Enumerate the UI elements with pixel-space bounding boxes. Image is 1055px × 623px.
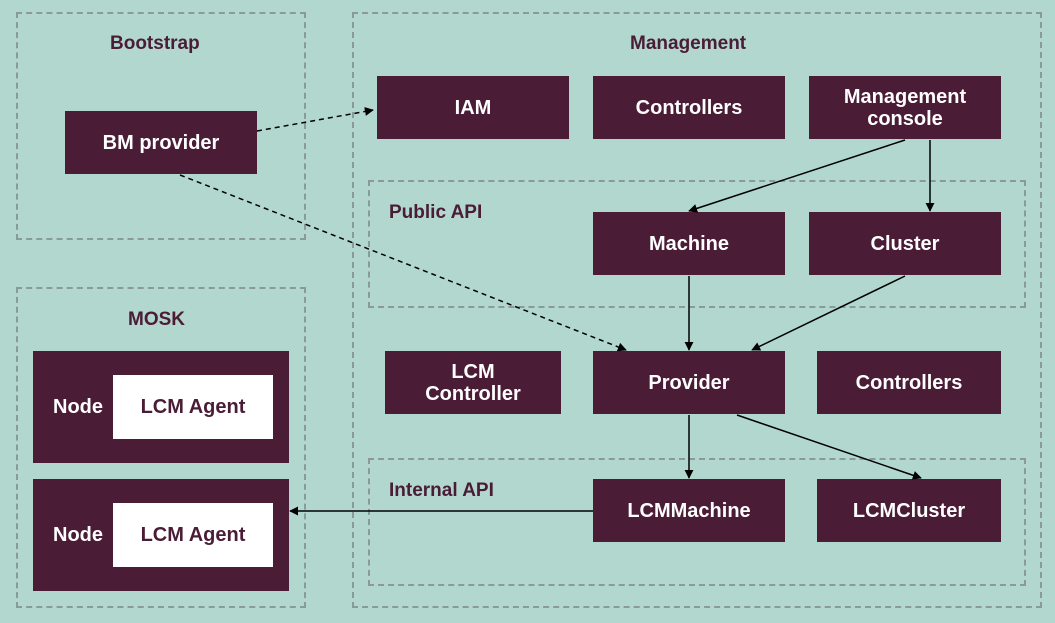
provider-box: Provider (593, 351, 785, 414)
management-console-box: Management console (809, 76, 1001, 139)
iam-box: IAM (377, 76, 569, 139)
management-console-label-line1: Management (843, 85, 967, 108)
controllers-top-label: Controllers (635, 96, 743, 119)
controllers-top-box: Controllers (593, 76, 785, 139)
node-label: Node (53, 524, 103, 546)
mosk-title: MOSK (128, 309, 185, 330)
bm-provider-label: BM provider (102, 131, 220, 154)
lcm-agent-label: LCM Agent (140, 524, 246, 546)
lcm-controller-box: LCM Controller (385, 351, 561, 414)
lcm-machine-box: LCMMachine (593, 479, 785, 542)
mosk-node-2: Node LCM Agent (33, 479, 289, 591)
lcm-controller-label-line2: Controller (425, 382, 521, 405)
lcm-cluster-label: LCMCluster (852, 499, 966, 522)
controllers-mid-box: Controllers (817, 351, 1001, 414)
provider-label: Provider (648, 371, 730, 394)
mosk-node-1: Node LCM Agent (33, 351, 289, 463)
iam-label: IAM (454, 96, 492, 119)
cluster-label: Cluster (870, 232, 940, 255)
internal-api-group (368, 458, 1026, 586)
internal-api-title: Internal API (389, 480, 494, 501)
machine-label: Machine (648, 232, 730, 255)
lcm-agent-box: LCM Agent (113, 503, 273, 567)
bm-provider-box: BM provider (65, 111, 257, 174)
lcm-agent-box: LCM Agent (113, 375, 273, 439)
bootstrap-title: Bootstrap (110, 33, 200, 54)
controllers-mid-label: Controllers (855, 371, 963, 394)
node-label: Node (53, 396, 103, 418)
lcm-cluster-box: LCMCluster (817, 479, 1001, 542)
mosk-group (16, 287, 306, 608)
lcm-agent-label: LCM Agent (140, 396, 246, 418)
management-title: Management (630, 33, 747, 54)
machine-box: Machine (593, 212, 785, 275)
cluster-box: Cluster (809, 212, 1001, 275)
management-console-label-line2: console (867, 107, 943, 130)
lcm-controller-label-line1: LCM (451, 360, 495, 383)
lcm-machine-label: LCMMachine (627, 499, 751, 522)
public-api-title: Public API (389, 202, 483, 223)
